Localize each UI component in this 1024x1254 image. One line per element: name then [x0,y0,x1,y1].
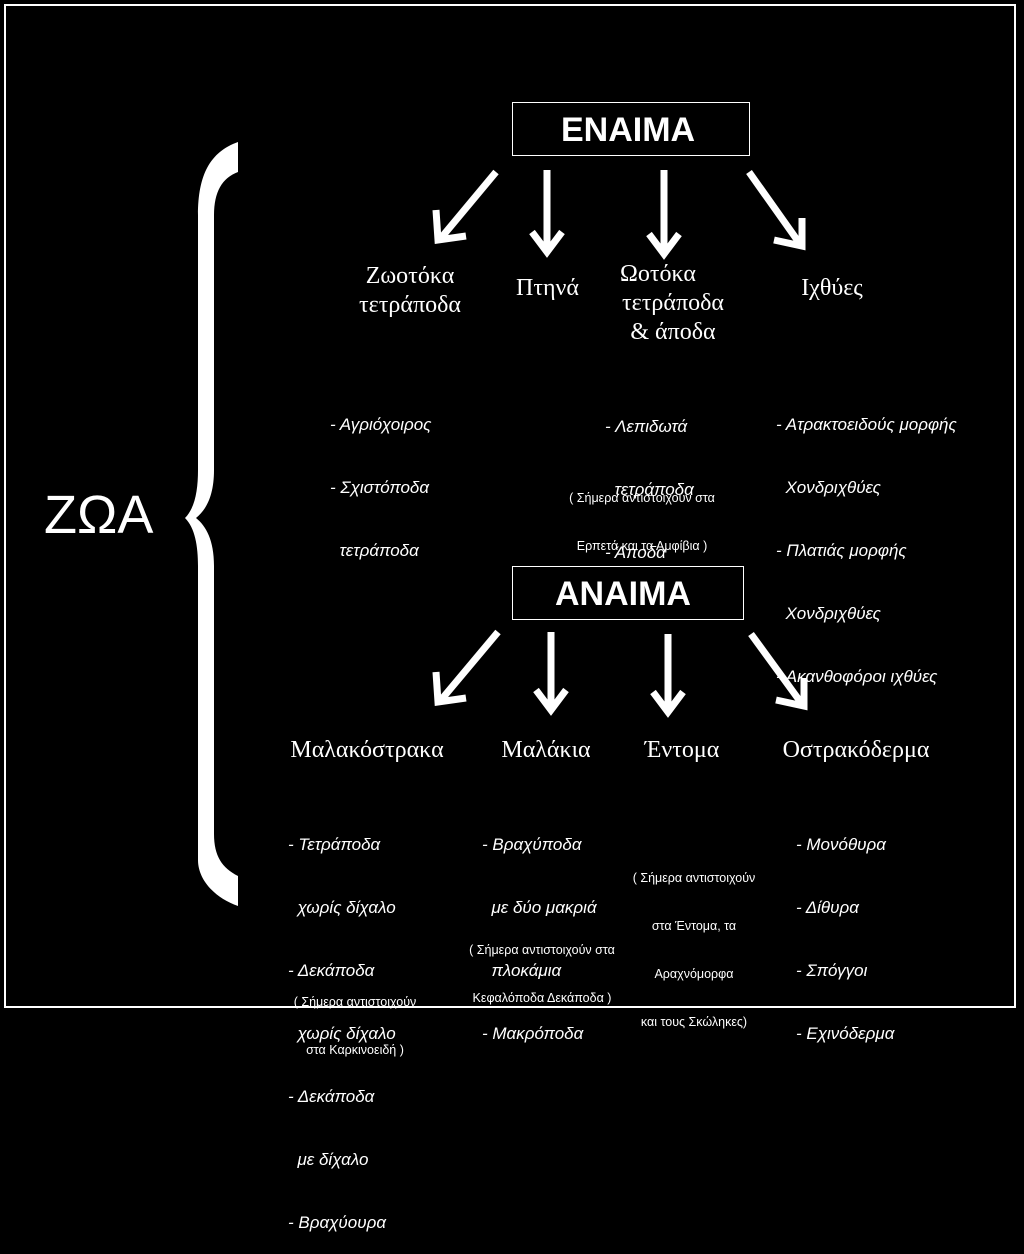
group-title: ΑΝΑΙΜΑ [555,575,691,613]
list-item: - Ακανθοφόροι ιχθύες [776,667,938,686]
curly-brace [185,142,238,906]
group-title: ΕΝΑΙΜΑ [561,111,696,149]
list-ootoka: - Λεπιδωτά τετράποδα - Άποδα [605,374,694,584]
list-item: - Πλατιάς μορφής [776,541,907,560]
connectors [185,142,808,906]
list-item: - Εχινόδερμα [796,1024,895,1043]
list-item: πλοκάμια [482,961,562,980]
arrow-enaima-zootoka [432,169,499,244]
list-item: χωρίς δίχαλο [288,898,396,917]
group-box-anaima: ΑΝΑΙΜΑ [512,566,744,620]
list-ostrakoderma: - Μονόθυρα - Δίθυρα - Σπόγγοι - Εχινόδερ… [796,792,894,1065]
list-zootoka: - Αγριόχοιρος - Σχιστόποδα τετράποδα [330,372,431,582]
list-item: τετράποδα [605,480,694,499]
list-item: - Βραχύποδα [482,835,582,854]
category-ichthyes: Ιχθύες [801,275,863,301]
list-item: - Βραχύουρα [288,1213,387,1232]
root-label: ΖΩΑ [44,485,154,545]
list-item: - Λεπιδωτά [605,417,688,436]
list-item: - Μονόθυρα [796,835,886,854]
category-ootoka: Ωοτόκα τετράποδα & άποδα [620,261,724,345]
list-item: Χονδριχθύες [776,478,881,497]
arrow-enaima-ootoka [646,170,682,260]
category-ostrakoderma: Οστρακόδερμα [782,737,930,763]
list-item: - Σχιστόποδα [330,478,430,497]
category-malakostraka: Μαλακόστρακα [290,737,444,763]
list-item: - Δίθυρα [796,898,859,917]
category-ptina: Πτηνά [516,275,579,301]
note-entoma: ( Σήμερα αντιστοιχούν στα Έντομα, τα Αρα… [632,871,756,1029]
list-item: - Δεκάποδα [288,961,375,980]
arrow-anaima-entoma [650,634,686,718]
arrow-anaima-malakia [533,632,569,716]
note-malakia: ( Σήμερα αντιστοιχούν στα Κεφαλόποδα Δεκ… [469,943,615,1005]
list-item: - Μακρόποδα [482,1024,584,1043]
list-item: - Δεκάποδα [288,1087,375,1106]
list-item: - Αγριόχοιρος [330,415,432,434]
list-item: - Σπόγγοι [796,961,868,980]
arrow-anaima-malakostraka [432,629,501,706]
arrow-enaima-ichthyes [746,169,806,251]
list-item: τετράποδα [330,541,419,560]
list-ichthyes: - Ατρακτοειδούς μορφής Χονδριχθύες - Πλα… [776,372,957,708]
diagram-frame [4,4,1016,1008]
list-item: - Άποδα [605,543,666,562]
list-item: Χονδριχθύες [776,604,881,623]
category-zootoka-tetrapoda: Ζωοτόκα τετράποδα [359,263,461,318]
list-item: με δίχαλο [288,1150,369,1169]
note-ootoka: ( Σήμερα αντιστοιχούν στα Ερπετά και τα … [569,491,715,553]
group-box-enaima: ΕΝΑΙΜΑ [512,102,750,156]
arrow-anaima-ostrakoderma [748,631,808,711]
category-entoma: Έντομα [644,737,720,763]
arrow-enaima-ptina [529,170,565,258]
category-malakia: Μαλάκια [501,737,591,763]
list-item: - Ατρακτοειδούς μορφής [776,415,957,434]
list-item: - Τετράποδα [288,835,381,854]
list-item: με δύο μακριά [482,898,597,917]
note-malakostraka: ( Σήμερα αντιστοιχούν στα Καρκινοειδή ) [293,995,417,1057]
